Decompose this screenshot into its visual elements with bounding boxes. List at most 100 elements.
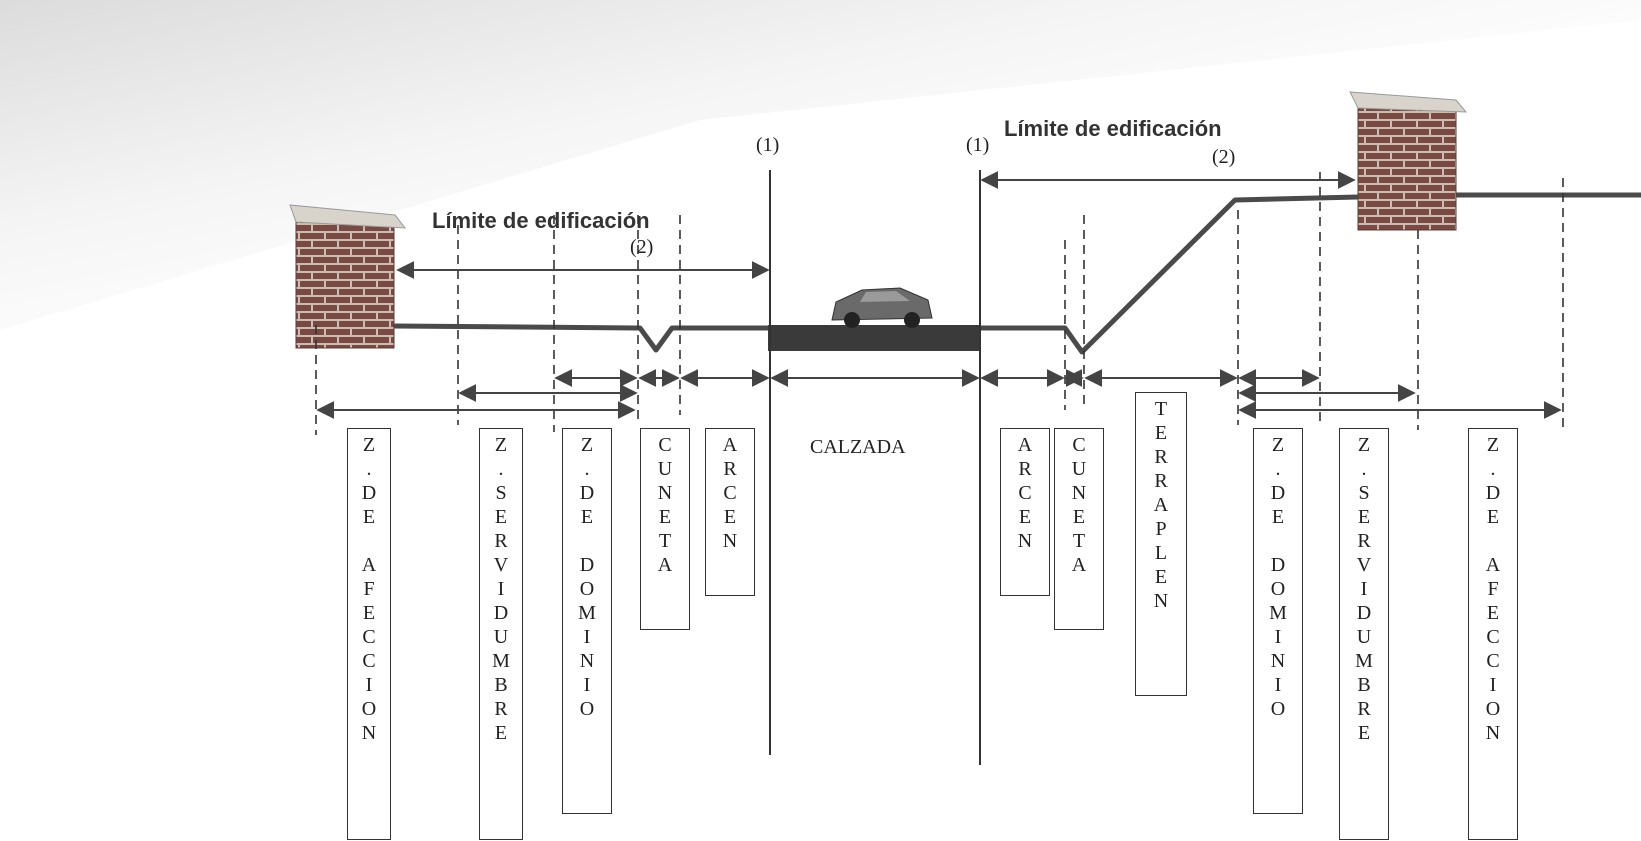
zone-letter: O [361, 698, 377, 720]
zone-letter: C [1072, 434, 1086, 456]
zone-letter: E [1072, 506, 1086, 528]
zone-letter: A [657, 554, 673, 576]
zone-letter: N [1071, 482, 1087, 504]
zone-letter: . [1275, 458, 1281, 480]
brick-wall-right [1349, 91, 1468, 231]
zone-letter: N [657, 482, 673, 504]
zone-letter: R [1357, 698, 1371, 720]
zone-letter: I [1274, 626, 1282, 648]
zone-letter: I [1360, 578, 1368, 600]
zone-letter: D [1270, 482, 1286, 504]
zone-letter: R [723, 458, 737, 480]
building-limit-title-left: Límite de edificación [432, 208, 650, 233]
marker-2-left: (2) [630, 236, 654, 258]
zone-letter: U [493, 626, 509, 648]
zone-letter: M [1269, 602, 1287, 624]
zone-letter: N [1017, 530, 1033, 552]
zone-letter: D [579, 554, 595, 576]
zone-letter: C [1018, 482, 1032, 504]
zone-letter: D [493, 602, 509, 624]
zone-letter: N [579, 650, 595, 672]
zone-letter: E [1486, 602, 1500, 624]
zone-letter: A [722, 434, 738, 456]
zone-letter: O [1270, 578, 1286, 600]
zone-letter: . [1361, 458, 1367, 480]
zone-letter: S [495, 482, 507, 504]
zone-letter: D [361, 482, 377, 504]
zone-letter [1276, 529, 1281, 553]
zone-letter: E [1018, 506, 1032, 528]
zone-letter: . [366, 458, 372, 480]
zone-letter: O [1270, 698, 1286, 720]
brick-wall-left [289, 204, 407, 349]
road-surface [768, 325, 980, 351]
zone-letter: M [578, 602, 596, 624]
zone-letter: R [1154, 470, 1168, 492]
zone-letter: . [584, 458, 590, 480]
zone-letter: U [657, 458, 673, 480]
zone-letter: M [1355, 650, 1373, 672]
zone-letter: A [1017, 434, 1033, 456]
zone-letter: C [658, 434, 672, 456]
zone-letter: T [1154, 398, 1168, 420]
zone-letter: F [363, 578, 375, 600]
zone-letter: A [361, 554, 377, 576]
zone-letter: E [1357, 506, 1371, 528]
building-limit-title-right: Límite de edificación [1004, 116, 1222, 141]
zone-letter: U [1356, 626, 1372, 648]
zone-letter: V [493, 554, 509, 576]
zone-letter: Z [580, 434, 594, 456]
zone-letter: O [1485, 698, 1501, 720]
zone-letter: Z [494, 434, 508, 456]
zone-letter: N [1485, 722, 1501, 744]
zone-letter: I [1489, 674, 1497, 696]
zone-letter [367, 529, 372, 553]
zone-letter: Z [1486, 434, 1500, 456]
zone-letter: A [1153, 494, 1169, 516]
dashed-boundary-lines [315, 172, 1564, 435]
zone-letter: C [362, 650, 376, 672]
zone-letter: M [492, 650, 510, 672]
zone-letter: E [494, 506, 508, 528]
zone-letter: T [658, 530, 672, 552]
calzada-label: CALZADA [810, 436, 906, 458]
zone-letter: E [362, 506, 376, 528]
zone-letter: D [1270, 554, 1286, 576]
zone-letter: L [1154, 542, 1168, 564]
zone-letter: E [362, 602, 376, 624]
zone-letter: I [365, 674, 373, 696]
zone-letter: E [658, 506, 672, 528]
zone-letter: U [1071, 458, 1087, 480]
zone-letter: E [723, 506, 737, 528]
zone-letter: N [1153, 590, 1169, 612]
zone-letter: E [1271, 506, 1285, 528]
zone-letter: A [1485, 554, 1501, 576]
zone-letter: E [494, 722, 508, 744]
zone-letter: N [722, 530, 738, 552]
zone-letter: Z [362, 434, 376, 456]
zone-letter: D [1356, 602, 1372, 624]
zone-letter: R [494, 530, 508, 552]
zone-letter: I [497, 578, 505, 600]
zone-letter: S [1358, 482, 1370, 504]
zone-letter: C [723, 482, 737, 504]
zone-letter: N [1270, 650, 1286, 672]
marker-1-right: (1) [966, 134, 990, 156]
zone-letter: B [1357, 674, 1371, 696]
zone-letter: . [498, 458, 504, 480]
zone-letter: . [1490, 458, 1496, 480]
zone-letter: R [1357, 530, 1371, 552]
marker-2-right: (2) [1212, 146, 1236, 168]
zone-letter: N [361, 722, 377, 744]
